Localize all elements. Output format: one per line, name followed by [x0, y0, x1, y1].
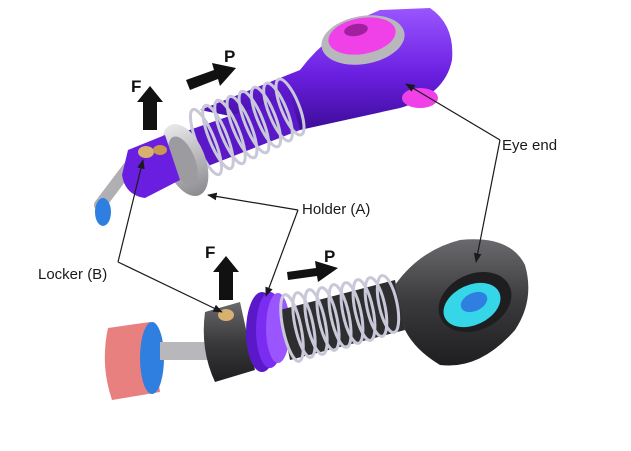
leader-holder: [207, 192, 299, 297]
top-spring: [188, 77, 306, 177]
arrow-pull-top: [186, 63, 236, 90]
bottom-cable-assembly: [104, 239, 529, 400]
bottom-rod: [160, 342, 210, 360]
top-cable-blue-sleeve: [95, 198, 111, 226]
top-cable-assembly: [94, 8, 453, 226]
arrow-force-top: [137, 86, 163, 130]
label-holder: Holder (A): [302, 201, 370, 218]
label-locker: Locker (B): [38, 266, 107, 283]
label-pull-top: P: [224, 47, 235, 66]
top-eye-bushing: [328, 17, 396, 55]
bottom-eye-hole: [460, 291, 488, 313]
bottom-blue-ring: [140, 322, 164, 394]
label-force-top: F: [131, 77, 141, 96]
top-eye-end-body: [200, 8, 453, 130]
top-locker: [138, 146, 154, 158]
bottom-end-block: [203, 302, 255, 382]
leader-eye-end: [405, 83, 501, 263]
arrow-force-bottom: [213, 256, 239, 300]
leader-locker: [117, 159, 223, 313]
top-eye-hole: [344, 23, 368, 37]
label-eye-end: Eye end: [502, 137, 557, 154]
label-pull-bottom: P: [324, 247, 335, 266]
label-force-bottom: F: [205, 243, 215, 262]
arrow-pull-bottom: [287, 261, 338, 282]
bottom-holder-ring: [246, 292, 290, 372]
bottom-spring: [279, 274, 401, 363]
top-eye-bushing-bottom: [402, 88, 438, 108]
